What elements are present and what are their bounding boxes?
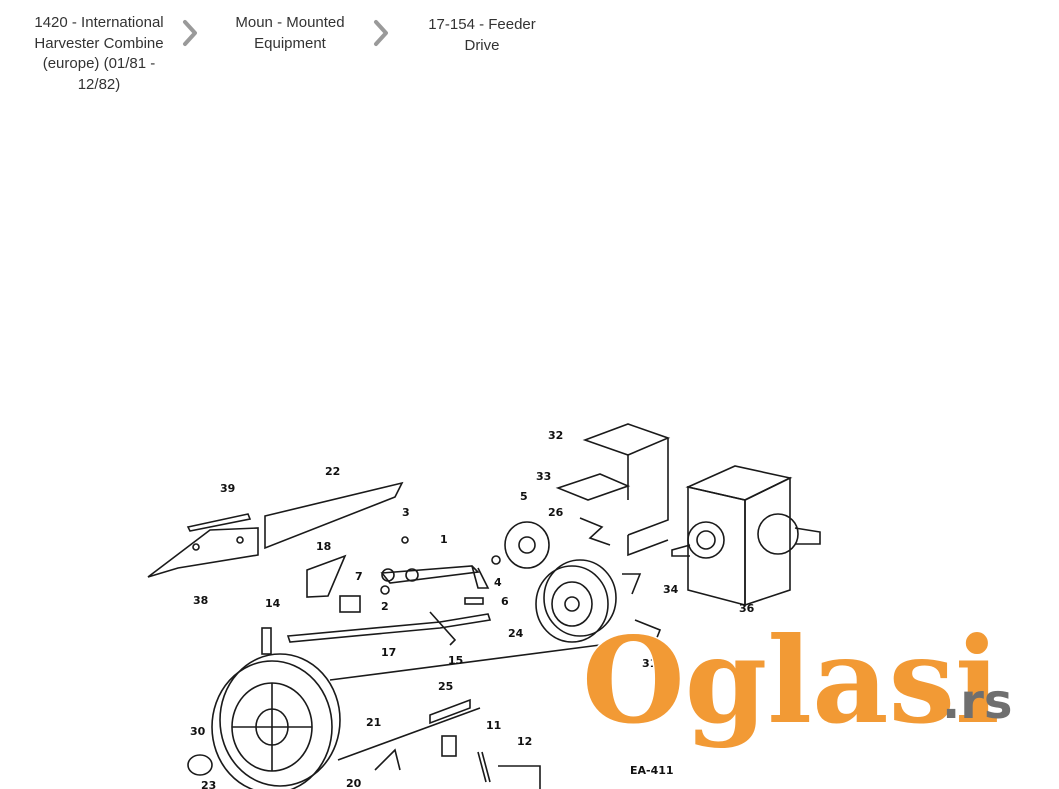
svg-text:5: 5: [520, 490, 528, 503]
svg-text:21: 21: [366, 716, 381, 729]
svg-text:6: 6: [501, 595, 509, 608]
svg-text:18: 18: [316, 540, 331, 553]
svg-text:4: 4: [494, 576, 502, 589]
svg-text:20: 20: [346, 777, 362, 789]
svg-text:7: 7: [355, 570, 363, 583]
svg-text:38: 38: [193, 594, 208, 607]
svg-text:22: 22: [325, 465, 340, 478]
svg-text:24: 24: [508, 627, 524, 640]
svg-text:32: 32: [548, 429, 563, 442]
svg-text:25: 25: [438, 680, 453, 693]
svg-text:30: 30: [190, 725, 206, 738]
svg-text:1: 1: [440, 533, 448, 546]
svg-text:Oglasi: Oglasi: [582, 611, 1000, 750]
svg-text:33: 33: [536, 470, 551, 483]
svg-text:23: 23: [201, 779, 216, 789]
breadcrumb-item-feeder-drive: 17-154 - Feeder Drive: [428, 16, 536, 54]
svg-text:14: 14: [265, 597, 281, 610]
oglasi-watermark: Oglasi .rs: [581, 610, 1013, 752]
breadcrumb-item-mounted-equipment[interactable]: Moun - Mounted Equipment: [235, 14, 345, 52]
svg-text:2: 2: [381, 600, 389, 613]
chevron-right-icon: [183, 20, 197, 46]
svg-text:11: 11: [486, 719, 501, 732]
svg-text:39: 39: [220, 482, 235, 495]
breadcrumb-item-combine[interactable]: 1420 - International Harvester Combine (…: [34, 14, 164, 93]
svg-text:3: 3: [402, 506, 410, 519]
svg-text:36: 36: [739, 602, 755, 615]
svg-text:15: 15: [448, 654, 463, 667]
svg-text:EA-411: EA-411: [630, 764, 674, 777]
chevron-right-icon: [374, 20, 388, 46]
svg-text:34: 34: [663, 583, 679, 596]
svg-text:12: 12: [517, 735, 532, 748]
svg-text:17: 17: [381, 646, 396, 659]
svg-text:31: 31: [642, 657, 657, 670]
parts-diagram: 32 33 22 39 3 1 5 26 18 7 4 6 34 38 2 14…: [147, 423, 1013, 789]
breadcrumb: 1420 - International Harvester Combine (…: [0, 0, 600, 110]
svg-text:26: 26: [548, 506, 564, 519]
svg-text:.rs: .rs: [942, 674, 1012, 730]
